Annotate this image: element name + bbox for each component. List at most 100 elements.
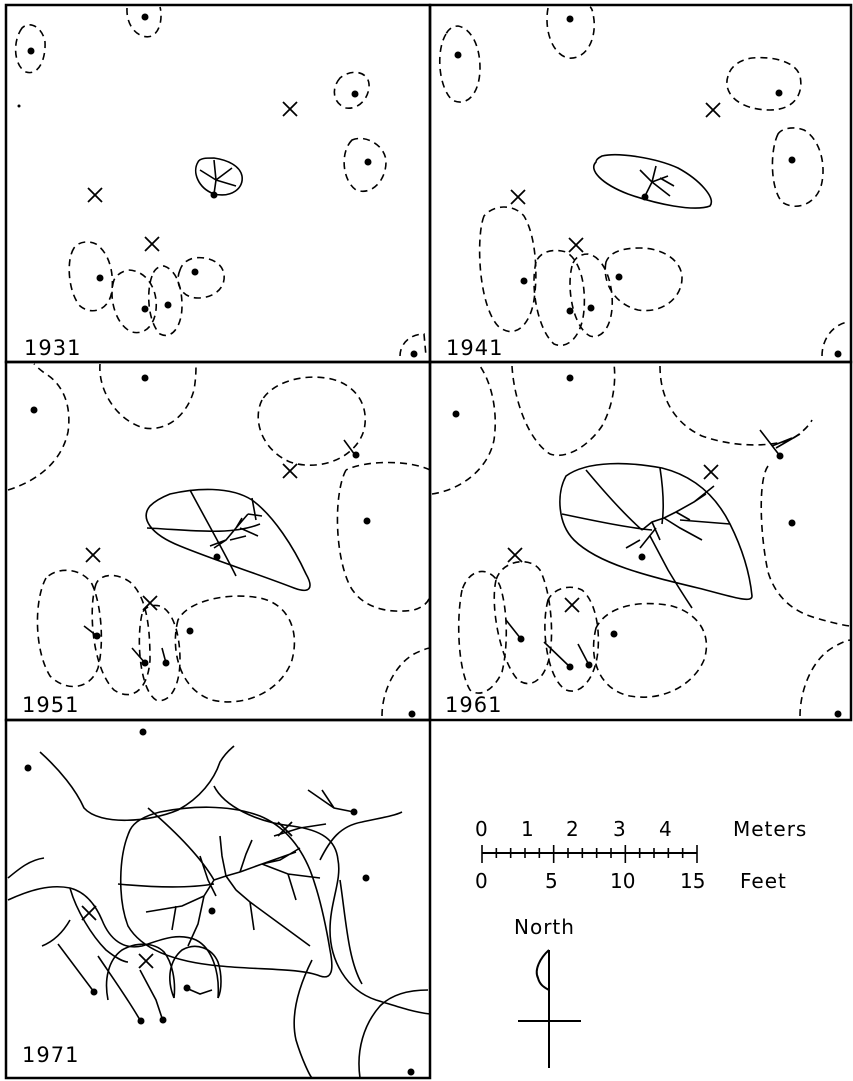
central-tree-branches [118, 808, 326, 946]
feet-tick-label: 15 [680, 869, 705, 893]
crown-outline [432, 366, 495, 494]
crown-outline [178, 258, 224, 298]
tree-dot [142, 375, 149, 382]
tree-lean-line [506, 620, 521, 639]
tree-dot [352, 91, 359, 98]
tree-dot [567, 375, 574, 382]
central-tree-branches [147, 490, 262, 576]
tree-dot [214, 554, 221, 561]
dead-tree-x-mark [88, 188, 102, 202]
crown-outline [334, 72, 369, 108]
tree-dot [142, 14, 149, 21]
meters-tick-label: 3 [613, 817, 626, 841]
tree-dot [209, 908, 216, 915]
crown-outline [494, 562, 551, 684]
crown-outline [480, 207, 536, 332]
tree-dot [408, 1069, 415, 1076]
tree-dot [409, 711, 416, 718]
crown-outline [512, 364, 615, 455]
tree-dot [18, 105, 21, 108]
dead-tree-x-mark [82, 906, 96, 920]
tree-dot [165, 302, 172, 309]
central-tree-crown [196, 158, 242, 195]
tree-lean-line [58, 944, 94, 992]
dead-tree-x-mark [139, 954, 153, 968]
dead-tree-x-mark [283, 102, 297, 116]
panel-1931: 1931 [16, 7, 426, 360]
dead-tree-x-mark [278, 822, 292, 836]
dead-tree-x-mark [569, 238, 583, 252]
panel-1951: 1951 [8, 364, 430, 718]
crown-outline [127, 7, 161, 37]
crown-outline [772, 128, 823, 206]
tree-dot [588, 305, 595, 312]
crown-outline [42, 888, 128, 962]
tree-lean-line [140, 970, 162, 1018]
scale-bar: 0 1 2 3 4 Meters 0 5 10 15 Feet [475, 817, 807, 893]
tree-dot [25, 765, 32, 772]
panel-1941-frame [430, 5, 851, 362]
tree-lean-line [84, 626, 97, 636]
year-label: 1951 [22, 693, 79, 717]
crown-outline [175, 596, 294, 702]
meters-tick-label: 2 [566, 817, 579, 841]
tree-dot [363, 875, 370, 882]
year-label: 1931 [24, 336, 81, 360]
year-label: 1941 [446, 336, 503, 360]
meters-tick-label: 4 [659, 817, 672, 841]
crown-outline [382, 648, 430, 716]
tree-dot [642, 194, 649, 201]
tree-dot [611, 631, 618, 638]
crown-outline [459, 571, 507, 693]
dead-tree-x-mark [283, 464, 297, 478]
central-tree-branches [640, 166, 674, 196]
crown-outline [800, 640, 851, 716]
tree-dot [835, 711, 842, 718]
tree-lean-line [578, 644, 589, 665]
tree-dot [455, 52, 462, 59]
tree-dot [616, 274, 623, 281]
feet-unit-label: Feet [740, 869, 787, 893]
crown-outline [149, 266, 182, 335]
tree-dot [835, 351, 842, 358]
year-label: 1971 [22, 1043, 79, 1067]
tree-dot [453, 411, 460, 418]
tree-dot [521, 278, 528, 285]
tree-dot [97, 275, 104, 282]
tree-lean-line [308, 790, 354, 812]
tree-dot [142, 306, 149, 313]
feet-tick-label: 0 [475, 869, 488, 893]
crown-outline [534, 250, 584, 345]
crown-outline [139, 605, 180, 700]
panel-frames [6, 5, 851, 1078]
tree-dot [411, 351, 418, 358]
tree-lean-line [760, 430, 800, 456]
north-arrow: North [514, 915, 581, 1068]
dead-tree-x-mark [706, 103, 720, 117]
tree-dot [639, 554, 646, 561]
crown-outline [294, 960, 428, 1078]
panel-1941: 1941 [440, 7, 848, 360]
crown-outline [100, 364, 196, 429]
crown-outline [440, 26, 480, 102]
crown-outline [594, 604, 707, 698]
tree-dot [31, 407, 38, 414]
tree-dot [351, 809, 358, 816]
crown-outline [8, 364, 69, 490]
panel-1961: 1961 [432, 364, 851, 718]
meters-unit-label: Meters [733, 817, 807, 841]
crown-outline [727, 58, 801, 110]
tree-dot [776, 90, 783, 97]
tree-lean-line [98, 956, 140, 1020]
crown-outline [69, 242, 112, 311]
tree-dot [789, 520, 796, 527]
year-label: 1961 [445, 693, 502, 717]
tree-dot [160, 1017, 167, 1024]
tree-dot [138, 1018, 145, 1025]
crown-outline [258, 377, 365, 465]
crown-outline [40, 746, 430, 1014]
meters-tick-label: 0 [475, 817, 488, 841]
tree-dot [91, 989, 98, 996]
panel-1971: 1971 [8, 729, 430, 1079]
